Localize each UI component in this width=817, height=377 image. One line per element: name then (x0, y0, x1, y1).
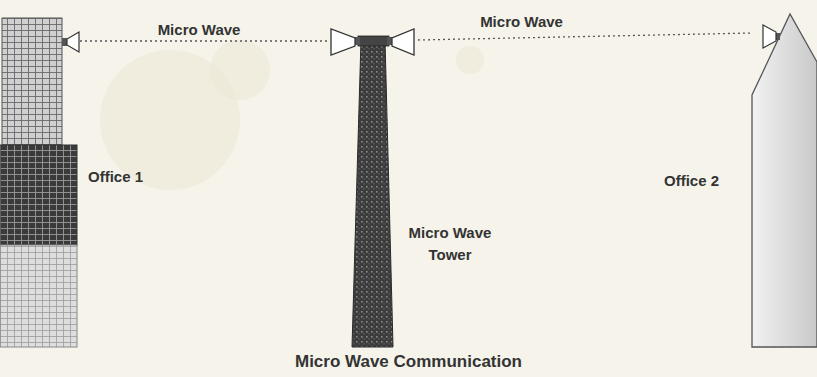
microwave-link (80, 40, 328, 41)
building-node: Office 1 (0, 18, 80, 347)
text-holder: Micro Wave Tower (404, 222, 496, 266)
microwave-tower (331, 29, 414, 347)
text-holder: Office 2 (664, 170, 719, 192)
node-label: Office 1 (88, 166, 143, 188)
text-holder: Office 1 (88, 166, 143, 188)
diagram-caption: Micro Wave Communication (0, 352, 817, 372)
microwave-link (418, 33, 752, 40)
background-bubble (456, 46, 484, 74)
office-building (752, 14, 817, 347)
node-label: Micro Wave Tower (404, 222, 496, 266)
link-label: Micro Wave (155, 21, 244, 38)
link-label: Micro Wave (477, 13, 566, 30)
building-node: Micro Wave Tower (328, 26, 418, 347)
office-building (0, 18, 79, 347)
node-label: Office 2 (664, 170, 719, 192)
background-bubble (210, 40, 270, 100)
building-node: Office 2 (752, 12, 817, 347)
